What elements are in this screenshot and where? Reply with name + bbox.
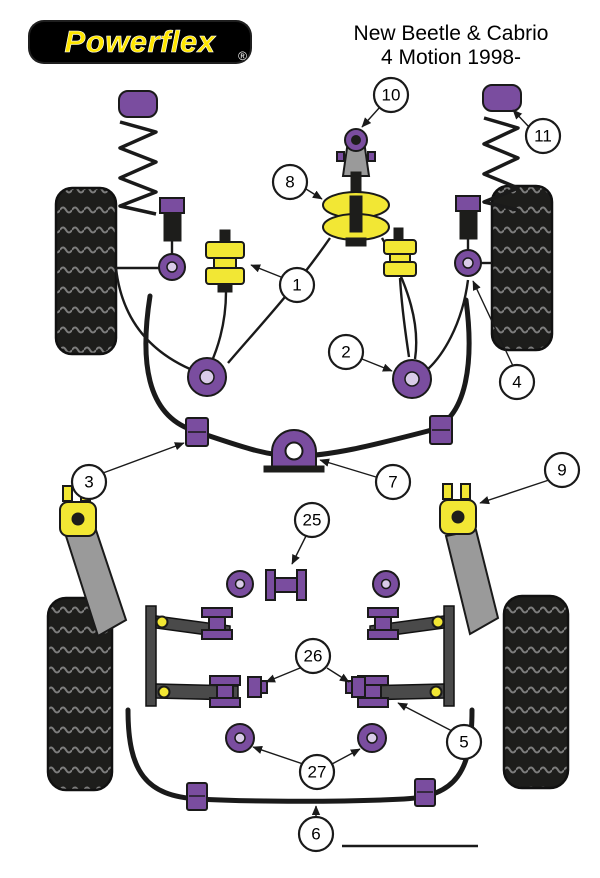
rear-right-lower-arm: [357, 675, 445, 708]
rear-right-upper-arm: [367, 607, 445, 640]
callout-27-number: 27: [308, 763, 327, 782]
front-left-arm-rear-bush: [187, 357, 227, 397]
callout-10-number: 10: [382, 86, 401, 105]
leader-line-27a: [252, 745, 304, 765]
rear-left-tyre: [46, 596, 114, 792]
front-left-tyre: [54, 186, 118, 356]
callout-6-number: 6: [311, 825, 320, 844]
callout-8-number: 8: [285, 173, 294, 192]
leader-line-27b: [331, 748, 361, 765]
front-right-tyre: [490, 184, 554, 352]
bump-stop-left: [118, 90, 158, 118]
callout-5: 5: [397, 702, 483, 761]
leader-line-5: [397, 702, 453, 732]
rear-suspension: [46, 483, 570, 848]
left-arm-outer-curve: [114, 267, 191, 371]
callout-7-number: 7: [388, 473, 397, 492]
callout-5-number: 5: [459, 733, 468, 752]
leader-line-26b: [326, 667, 350, 683]
callout-4-number: 4: [512, 373, 521, 392]
callout-1: 1: [250, 264, 316, 304]
leader-line-9: [479, 479, 550, 505]
callout-25-number: 25: [303, 511, 322, 530]
leader-line-7: [319, 458, 377, 478]
callout-26-number: 26: [304, 647, 323, 666]
registered-trademark-icon: ®: [238, 49, 247, 63]
callout-2: 2: [327, 333, 393, 372]
rear-center-bush-assembly: [226, 569, 400, 601]
callouts: 1 2 3 4 5: [70, 76, 581, 853]
callout-6: 6: [297, 805, 335, 853]
leader-line-8: [305, 188, 323, 200]
rear-left-bracket: [145, 605, 157, 707]
leader-line-10: [361, 106, 381, 128]
rear-lower-donut-right: [357, 723, 387, 753]
rear-right-trailing-arm: [439, 483, 500, 636]
rear-right-tyre: [502, 594, 570, 790]
front-suspension: [54, 84, 554, 473]
leader-line-3: [102, 442, 185, 474]
rear-arb-bush-left: [186, 782, 208, 811]
callout-27: 27: [252, 745, 361, 791]
powerflex-logo: Powerflex ®: [28, 20, 252, 64]
callout-9: 9: [479, 451, 581, 505]
engine-mount-bush: [322, 171, 390, 247]
leader-line-1: [250, 264, 282, 278]
callout-25: 25: [291, 501, 331, 565]
front-right-spring: [482, 84, 522, 212]
right-arm-outer-curve: [427, 279, 470, 370]
rear-left-trailing-arm: [59, 485, 128, 638]
engine-mount-upper: [336, 128, 376, 177]
callout-9-number: 9: [557, 461, 566, 480]
callout-8: 8: [271, 163, 323, 201]
callout-3: 3: [70, 442, 185, 501]
front-right-arm-rear-bush: [392, 359, 432, 399]
front-right-strut-mount: [455, 195, 481, 251]
rear-lower-donut-left: [225, 723, 255, 753]
front-arb-bush-left: [185, 417, 209, 447]
bump-stop-right: [482, 84, 522, 112]
rear-anti-roll-bar: [125, 707, 475, 804]
rear-inner-bush-left: [247, 676, 268, 698]
callout-1-number: 1: [292, 276, 301, 295]
title-line2: 4 Motion 1998-: [380, 45, 522, 69]
leader-line-2: [361, 358, 393, 372]
rear-right-bracket: [443, 605, 455, 707]
powerflex-logo-text: Powerflex: [64, 24, 216, 60]
leader-line-26a: [265, 667, 301, 683]
rear-left-upper-arm: [155, 607, 233, 640]
leader-line-11: [512, 109, 530, 128]
callout-3-number: 3: [84, 473, 93, 492]
front-arb-bush-right: [429, 415, 453, 445]
left-arm-inner-curve: [209, 291, 228, 364]
callout-26: 26: [265, 637, 350, 683]
front-left-arm-front-bush: [158, 253, 186, 281]
rear-arb-bush-right: [414, 778, 436, 807]
callout-10: 10: [361, 76, 410, 128]
page-title: New Beetle & Cabrio 4 Motion 1998-: [310, 22, 592, 69]
callout-7: 7: [319, 458, 412, 501]
leader-line-25: [291, 535, 307, 565]
callout-11-number: 11: [534, 127, 552, 146]
right-arm-inner-curve: [398, 277, 411, 358]
leader-line-4: [472, 280, 514, 367]
front-arb-d-bush: [263, 429, 325, 473]
callout-11: 11: [512, 109, 562, 155]
callout-4: 4: [472, 280, 536, 401]
callout-2-number: 2: [341, 343, 350, 362]
title-line1: New Beetle & Cabrio: [353, 22, 549, 45]
front-left-spring: [118, 90, 158, 216]
front-right-arm-front-bush: [454, 249, 482, 277]
front-left-strut-mount: [159, 197, 185, 255]
rear-left-lower-arm: [155, 675, 241, 708]
front-strut-bush-left: [205, 229, 245, 293]
center-left-curve: [227, 237, 331, 364]
front-strut-bush-right: [383, 227, 417, 277]
rear-inner-bush-right: [345, 676, 366, 698]
